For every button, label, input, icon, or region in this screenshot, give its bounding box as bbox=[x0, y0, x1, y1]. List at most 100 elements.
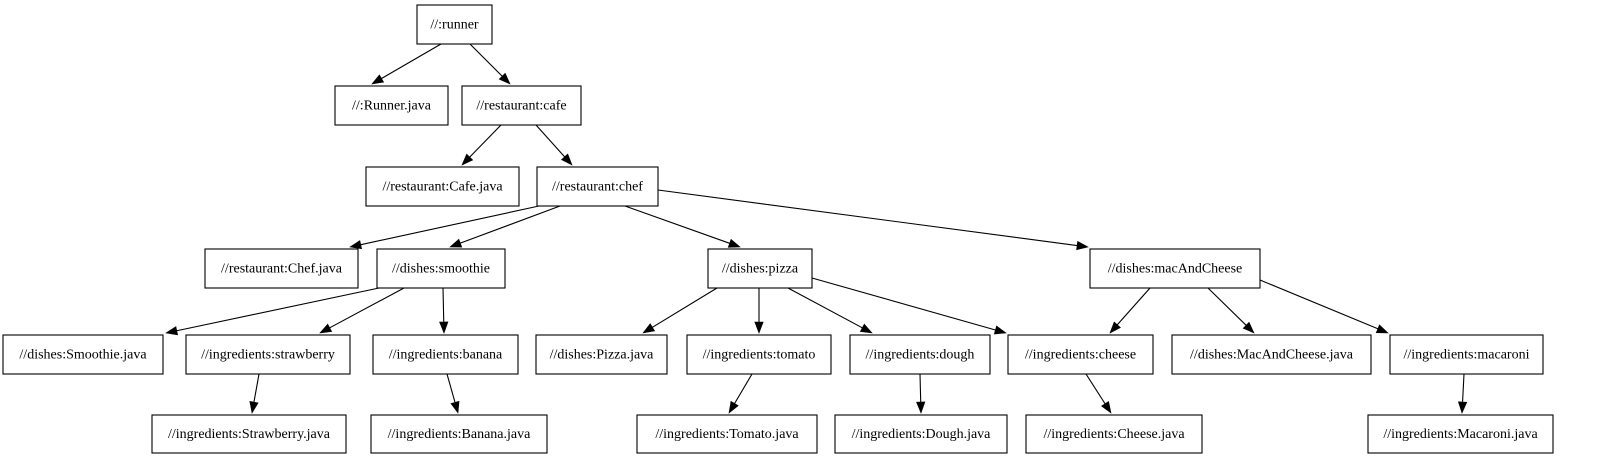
edge-restaurant_chef-to-dishes_smoothie bbox=[449, 205, 561, 248]
graph-node-ing_macaroni[interactable]: //ingredients:macaroni bbox=[1389, 334, 1544, 375]
node-box[interactable] bbox=[1171, 334, 1372, 375]
edge-line bbox=[1259, 279, 1379, 330]
edge-line bbox=[1116, 287, 1151, 326]
node-box[interactable] bbox=[849, 334, 991, 375]
edge-dishes_pizza-to-ing_dough bbox=[787, 287, 873, 334]
edge-line bbox=[460, 205, 561, 244]
node-box[interactable] bbox=[834, 414, 1008, 454]
graph-node-ing_dough_java[interactable]: //ingredients:Dough.java bbox=[834, 414, 1008, 454]
node-box[interactable] bbox=[151, 414, 347, 454]
graph-node-dishes_smoothie[interactable]: //dishes:smoothie bbox=[376, 248, 506, 289]
edge-arrowhead bbox=[754, 321, 764, 334]
graph-node-dishes_macandcheese[interactable]: //dishes:macAndCheese bbox=[1089, 248, 1261, 289]
edge-line bbox=[535, 124, 566, 158]
edge-arrowhead bbox=[727, 238, 741, 248]
node-label: //restaurant:chef bbox=[552, 180, 643, 195]
graph-node-ing_banana_java[interactable]: //ingredients:Banana.java bbox=[370, 414, 548, 454]
edge-arrowhead bbox=[1109, 321, 1121, 334]
node-label: //ingredients:Banana.java bbox=[388, 427, 531, 442]
graph-node-ing_macaroni_java[interactable]: //ingredients:Macaroni.java bbox=[1367, 414, 1554, 454]
edge-arrowhead bbox=[450, 400, 460, 414]
edge-arrowhead bbox=[371, 74, 385, 85]
edge-line bbox=[919, 373, 922, 403]
edge-arrowhead bbox=[728, 400, 739, 414]
edge-ing_macaroni-to-ing_macaroni_java bbox=[1457, 373, 1468, 414]
node-box[interactable] bbox=[461, 85, 582, 126]
node-box[interactable] bbox=[1089, 248, 1261, 289]
graph-node-ing_cheese[interactable]: //ingredients:cheese bbox=[1007, 334, 1154, 375]
graph-node-dishes_pizza[interactable]: //dishes:pizza bbox=[707, 248, 813, 289]
graph-node-ing_tomato_java[interactable]: //ingredients:Tomato.java bbox=[636, 414, 818, 454]
node-box[interactable] bbox=[1367, 414, 1554, 454]
graph-node-ing_strawberry[interactable]: //ingredients:strawberry bbox=[185, 334, 351, 375]
node-label: //ingredients:macaroni bbox=[1404, 348, 1530, 363]
edge-arrowhead bbox=[439, 321, 449, 334]
edge-arrowhead bbox=[449, 238, 463, 248]
node-box[interactable] bbox=[365, 166, 520, 207]
node-box[interactable] bbox=[416, 4, 493, 45]
edge-arrowhead bbox=[498, 72, 511, 85]
node-box[interactable] bbox=[370, 414, 548, 454]
edge-arrowhead bbox=[165, 326, 179, 336]
edge-line bbox=[734, 373, 753, 404]
edge-arrowhead bbox=[1457, 401, 1468, 414]
graph-node-dishes_macandcheese_java[interactable]: //dishes:MacAndCheese.java bbox=[1171, 334, 1372, 375]
node-box[interactable] bbox=[707, 248, 813, 289]
edge-line bbox=[1207, 287, 1247, 326]
edge-restaurant_chef-to-restaurant_chef_java bbox=[349, 205, 540, 250]
graph-node-ing_strawberry_java[interactable]: //ingredients:Strawberry.java bbox=[151, 414, 347, 454]
node-label: //ingredients:dough bbox=[866, 348, 975, 363]
node-label: //dishes:MacAndCheese.java bbox=[1190, 348, 1354, 363]
node-label: //restaurant:Chef.java bbox=[221, 262, 343, 277]
graph-node-ing_cheese_java[interactable]: //ingredients:Cheese.java bbox=[1025, 414, 1203, 454]
edge-line bbox=[442, 287, 445, 323]
node-box[interactable] bbox=[204, 248, 359, 289]
edge-arrowhead bbox=[1100, 400, 1112, 414]
graph-node-restaurant_cafe[interactable]: //restaurant:cafe bbox=[461, 85, 582, 126]
edge-arrowhead bbox=[642, 323, 656, 334]
node-label: //ingredients:strawberry bbox=[201, 348, 335, 363]
node-box[interactable] bbox=[535, 334, 668, 375]
node-box[interactable] bbox=[334, 85, 449, 126]
node-label: //restaurant:cafe bbox=[476, 99, 566, 114]
edge-arrowhead bbox=[916, 401, 926, 414]
graph-node-restaurant_chef_java[interactable]: //restaurant:Chef.java bbox=[204, 248, 359, 289]
graph-node-restaurant_cafe_java[interactable]: //restaurant:Cafe.java bbox=[365, 166, 520, 207]
edge-arrowhead bbox=[993, 325, 1007, 335]
graph-node-runner[interactable]: //:runner bbox=[416, 4, 493, 45]
node-box[interactable] bbox=[536, 166, 659, 207]
edge-restaurant_cafe-to-restaurant_cafe_java bbox=[461, 124, 502, 166]
edge-dishes_pizza-to-ing_tomato bbox=[754, 288, 764, 334]
edge-restaurant_chef-to-dishes_pizza bbox=[624, 205, 741, 248]
node-box[interactable] bbox=[686, 334, 832, 375]
edge-layer bbox=[165, 43, 1468, 414]
node-box[interactable] bbox=[1007, 334, 1154, 375]
graph-node-runner_java[interactable]: //:Runner.java bbox=[334, 85, 449, 126]
edge-arrowhead bbox=[319, 323, 333, 334]
node-label: //ingredients:cheese bbox=[1025, 348, 1136, 363]
node-label: //dishes:macAndCheese bbox=[1108, 262, 1243, 277]
node-box[interactable] bbox=[636, 414, 818, 454]
edge-ing_dough-to-ing_dough_java bbox=[916, 373, 926, 414]
node-box[interactable] bbox=[2, 334, 164, 375]
node-box[interactable] bbox=[372, 334, 519, 375]
node-box[interactable] bbox=[185, 334, 351, 375]
edge-dishes_pizza-to-dishes_pizza_java bbox=[642, 287, 718, 334]
graph-node-restaurant_chef[interactable]: //restaurant:chef bbox=[536, 166, 659, 207]
graph-node-dishes_pizza_java[interactable]: //dishes:Pizza.java bbox=[535, 334, 668, 375]
graph-node-ing_dough[interactable]: //ingredients:dough bbox=[849, 334, 991, 375]
edge-arrowhead bbox=[1076, 240, 1089, 251]
node-layer: //:runner //:Runner.java //restaurant:cafe… bbox=[2, 4, 1554, 454]
node-label: //dishes:pizza bbox=[722, 262, 799, 277]
edge-ing_strawberry-to-ing_strawberry_java bbox=[249, 373, 260, 414]
edge-runner-to-runner_java bbox=[371, 43, 442, 85]
graph-node-dishes_smoothie_java[interactable]: //dishes:Smoothie.java bbox=[2, 334, 164, 375]
graph-node-ing_banana[interactable]: //ingredients:banana bbox=[372, 334, 519, 375]
node-box[interactable] bbox=[376, 248, 506, 289]
graph-node-ing_tomato[interactable]: //ingredients:tomato bbox=[686, 334, 832, 375]
node-label: //ingredients:Macaroni.java bbox=[1383, 427, 1538, 442]
node-box[interactable] bbox=[1389, 334, 1544, 375]
edge-arrowhead bbox=[349, 240, 363, 250]
node-box[interactable] bbox=[1025, 414, 1203, 454]
